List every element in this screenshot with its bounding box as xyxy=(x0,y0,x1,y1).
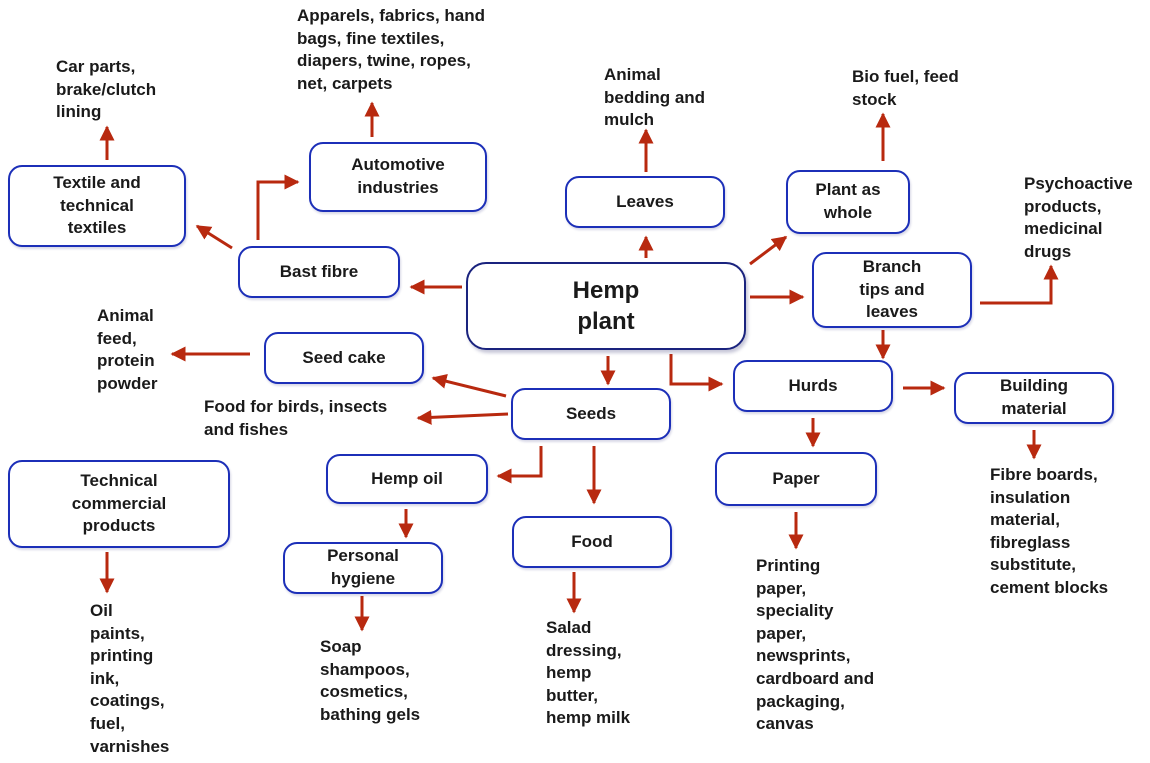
node-food: Food xyxy=(512,516,672,568)
arrow-bast-to-textile xyxy=(195,224,233,250)
label-apparels: Apparels, fabrics, hand bags, fine texti… xyxy=(297,6,485,93)
label-oil-paints: Oil paints, printing ink, coatings, fuel… xyxy=(90,601,170,756)
node-hurds: Hurds xyxy=(733,360,893,412)
connector-arrows xyxy=(99,101,1059,632)
node-seed-cake: Seed cake xyxy=(264,332,424,384)
arrow-branch-tips-to-psychoactive xyxy=(980,264,1059,305)
label-car-parts: Car parts, brake/clutch lining xyxy=(56,57,157,122)
node-automotive-industries: Automotive industries xyxy=(309,142,487,212)
label-fibre-boards: Fibre boards, insulation material, fibre… xyxy=(990,465,1109,598)
arrow-seeds-to-food-birds xyxy=(416,409,509,425)
node-seeds: Seeds xyxy=(511,388,671,440)
node-personal-hygiene: Personal hygiene xyxy=(283,542,443,594)
arrow-bast-to-automotive xyxy=(256,174,300,240)
node-building-material: Building material xyxy=(954,372,1114,424)
node-leaves: Leaves xyxy=(565,176,725,228)
node-paper: Paper xyxy=(715,452,877,506)
label-salad: Salad dressing, hemp butter, hemp milk xyxy=(546,618,631,728)
label-psychoactive: Psychoactive products, medicinal drugs xyxy=(1024,174,1133,261)
label-soap: Soap shampoos, cosmetics, bathing gels xyxy=(320,637,421,724)
node-bast-fibre: Bast fibre xyxy=(238,246,400,298)
node-hemp-plant: Hemp plant xyxy=(466,262,746,350)
node-branch-tips-leaves: Branch tips and leaves xyxy=(812,252,972,328)
arrow-seeds-to-hemp-oil xyxy=(496,446,543,484)
node-technical-commercial-products: Technical commercial products xyxy=(8,460,230,548)
arrow-seeds-to-seed-cake xyxy=(431,373,507,398)
node-hemp-oil: Hemp oil xyxy=(326,454,488,504)
label-printing-paper: Printing paper, speciality paper, newspr… xyxy=(756,556,875,734)
label-animal-feed: Animal feed, protein powder xyxy=(97,306,158,393)
label-animal-bedding: Animal bedding and mulch xyxy=(604,65,706,130)
arrow-hemp-to-plant-whole xyxy=(749,235,788,266)
node-plant-as-whole: Plant as whole xyxy=(786,170,910,234)
label-bio-fuel: Bio fuel, feed stock xyxy=(852,67,959,109)
label-food-birds: Food for birds, insects and fishes xyxy=(204,397,388,439)
node-textile-technical-textiles: Textile and technical textiles xyxy=(8,165,186,247)
arrow-hemp-to-hurds xyxy=(669,354,724,392)
